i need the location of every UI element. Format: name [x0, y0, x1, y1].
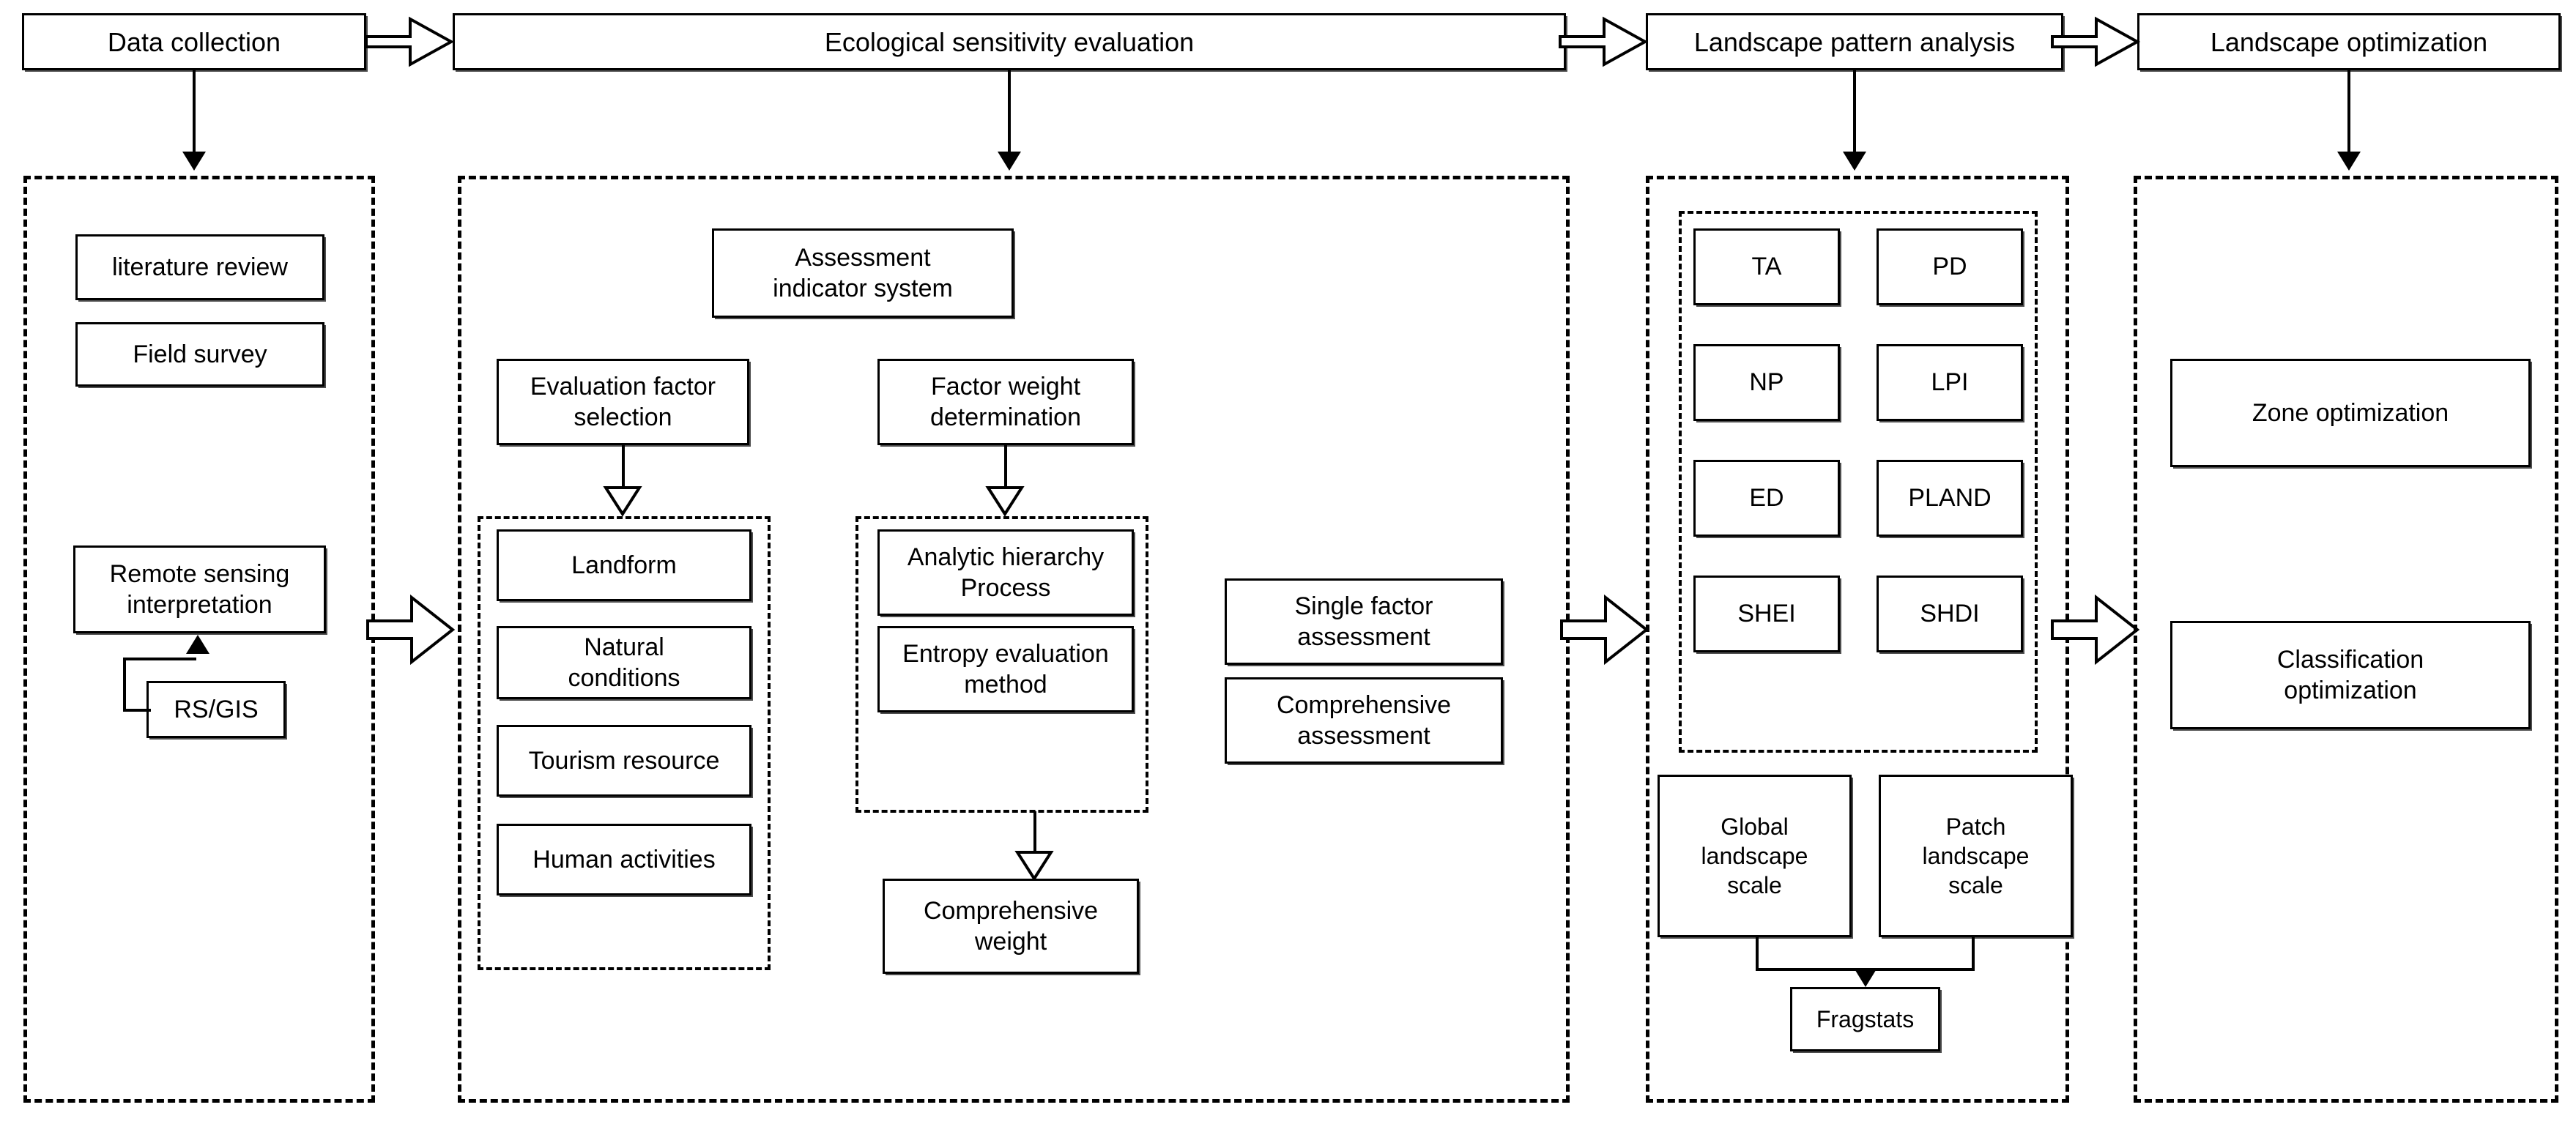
- box-label: Fragstats: [1816, 1006, 1915, 1032]
- comprehensive-weight-box[interactable]: Comprehensive weight: [883, 879, 1139, 974]
- weight-method-entropy-evaluation[interactable]: Entropy evaluation method: [877, 626, 1134, 712]
- landscape-metrics-panel: [1679, 211, 2038, 753]
- box-label: Landform: [571, 551, 677, 579]
- box-label: Field survey: [133, 340, 267, 368]
- connector-line: [1004, 445, 1007, 491]
- double-chevron-right-icon: [1559, 15, 1649, 69]
- double-chevron-right-icon: [365, 15, 455, 69]
- metric-shei[interactable]: SHEI: [1693, 576, 1840, 652]
- metric-shdi[interactable]: SHDI: [1877, 576, 2023, 652]
- connector-line: [123, 658, 196, 660]
- stage-header-landscape-pattern[interactable]: Landscape pattern analysis: [1646, 13, 2063, 70]
- box-label: Tourism resource: [528, 746, 720, 775]
- weight-method-analytic-hierarchy-process[interactable]: Analytic hierarchy Process: [877, 529, 1134, 616]
- connector-line: [2347, 70, 2350, 158]
- box-label: literature review: [112, 253, 288, 281]
- connector-line: [1033, 811, 1036, 855]
- stage-header-eco-sensitivity[interactable]: Ecological sensitivity evaluation: [453, 13, 1566, 70]
- box-label: Single factor assessment: [1294, 592, 1433, 652]
- box-label: SHDI: [1920, 600, 1980, 628]
- box-label: Natural conditions: [568, 633, 680, 693]
- stage-panel-landscape-optimization: [2134, 176, 2558, 1103]
- box-label: PD: [1932, 253, 1967, 281]
- box-label: Assessment indicator system: [773, 243, 953, 303]
- box-label: RS/GIS: [174, 695, 259, 723]
- stage-header-label: Ecological sensitivity evaluation: [824, 26, 1195, 57]
- single-factor-assessment-box[interactable]: Single factor assessment: [1225, 578, 1503, 665]
- software-fragstats-box[interactable]: Fragstats: [1790, 987, 1940, 1051]
- box-label: LPI: [1931, 368, 1969, 397]
- assessment-indicator-system-box[interactable]: Assessment indicator system: [712, 228, 1014, 318]
- double-chevron-right-icon: [1560, 586, 1649, 674]
- metric-lpi[interactable]: LPI: [1877, 344, 2023, 421]
- optimization-zone[interactable]: Zone optimization: [2170, 359, 2531, 467]
- data-item-field-survey[interactable]: Field survey: [75, 322, 324, 387]
- evaluation-factor-selection-box[interactable]: Evaluation factor selection: [497, 359, 749, 445]
- connector-line: [622, 445, 625, 491]
- box-label: Comprehensive weight: [923, 896, 1099, 956]
- connector-line: [123, 709, 151, 712]
- box-label: Patch landscape scale: [1922, 813, 2030, 898]
- evaluation-factors-panel: [478, 516, 771, 970]
- stage-header-label: Landscape optimization: [2210, 26, 2488, 57]
- connector-line: [1853, 70, 1856, 158]
- factor-landform[interactable]: Landform: [497, 529, 751, 601]
- box-label: ED: [1749, 484, 1784, 513]
- scale-patch-landscape[interactable]: Patch landscape scale: [1879, 775, 2073, 937]
- box-label: Zone optimization: [2252, 398, 2449, 427]
- arrow-down-icon: [1843, 152, 1866, 171]
- metric-ed[interactable]: ED: [1693, 460, 1840, 537]
- box-label: Global landscape scale: [1701, 813, 1808, 898]
- box-label: Factor weight determination: [929, 372, 1081, 432]
- connector-line: [1008, 70, 1011, 158]
- stage-header-landscape-optimization[interactable]: Landscape optimization: [2137, 13, 2561, 70]
- double-chevron-right-icon: [366, 586, 456, 674]
- box-label: PLAND: [1908, 484, 1992, 513]
- connector-line: [123, 658, 126, 710]
- arrow-down-icon: [1854, 968, 1877, 987]
- arrow-down-icon: [998, 152, 1021, 171]
- double-chevron-right-icon: [2051, 586, 2140, 674]
- hollow-arrow-down-icon: [603, 485, 642, 517]
- comprehensive-assessment-box[interactable]: Comprehensive assessment: [1225, 677, 1503, 764]
- optimization-classification[interactable]: Classification optimization: [2170, 621, 2531, 729]
- metric-np[interactable]: NP: [1693, 344, 1840, 421]
- connector-line: [193, 70, 196, 158]
- scale-global-landscape[interactable]: Global landscape scale: [1658, 775, 1852, 937]
- data-item-literature-review[interactable]: literature review: [75, 234, 324, 300]
- box-label: SHEI: [1737, 600, 1796, 628]
- data-item-rs-gis[interactable]: RS/GIS: [146, 681, 286, 738]
- box-label: Entropy evaluation method: [902, 639, 1109, 699]
- stage-header-label: Data collection: [107, 26, 281, 57]
- factor-tourism-resource[interactable]: Tourism resource: [497, 725, 751, 797]
- metric-pland[interactable]: PLAND: [1877, 460, 2023, 537]
- hollow-arrow-down-icon: [985, 485, 1025, 517]
- connector-line: [1756, 936, 1759, 969]
- data-item-remote-sensing-interpretation[interactable]: Remote sensing interpretation: [73, 545, 326, 633]
- metric-ta[interactable]: TA: [1693, 228, 1840, 305]
- stage-header-label: Landscape pattern analysis: [1693, 26, 2016, 57]
- weight-methods-panel: [855, 516, 1148, 813]
- box-label: Human activities: [532, 845, 716, 874]
- box-label: NP: [1749, 368, 1784, 397]
- box-label: Comprehensive assessment: [1276, 690, 1452, 751]
- metric-pd[interactable]: PD: [1877, 228, 2023, 305]
- stage-header-data-collection[interactable]: Data collection: [22, 13, 366, 70]
- factor-weight-determination-box[interactable]: Factor weight determination: [877, 359, 1134, 445]
- box-label: TA: [1751, 253, 1782, 281]
- factor-human-activities[interactable]: Human activities: [497, 824, 751, 895]
- box-label: Classification optimization: [2276, 645, 2424, 705]
- hollow-arrow-down-icon: [1014, 849, 1054, 882]
- box-label: Remote sensing interpretation: [109, 559, 290, 619]
- connector-line: [1972, 936, 1975, 969]
- box-label: Evaluation factor selection: [530, 372, 716, 432]
- double-chevron-right-icon: [2051, 15, 2141, 69]
- arrow-down-icon: [2337, 152, 2361, 171]
- factor-natural-conditions[interactable]: Natural conditions: [497, 626, 751, 699]
- box-label: Analytic hierarchy Process: [907, 543, 1105, 603]
- arrow-up-icon: [186, 635, 209, 654]
- arrow-down-icon: [182, 152, 206, 171]
